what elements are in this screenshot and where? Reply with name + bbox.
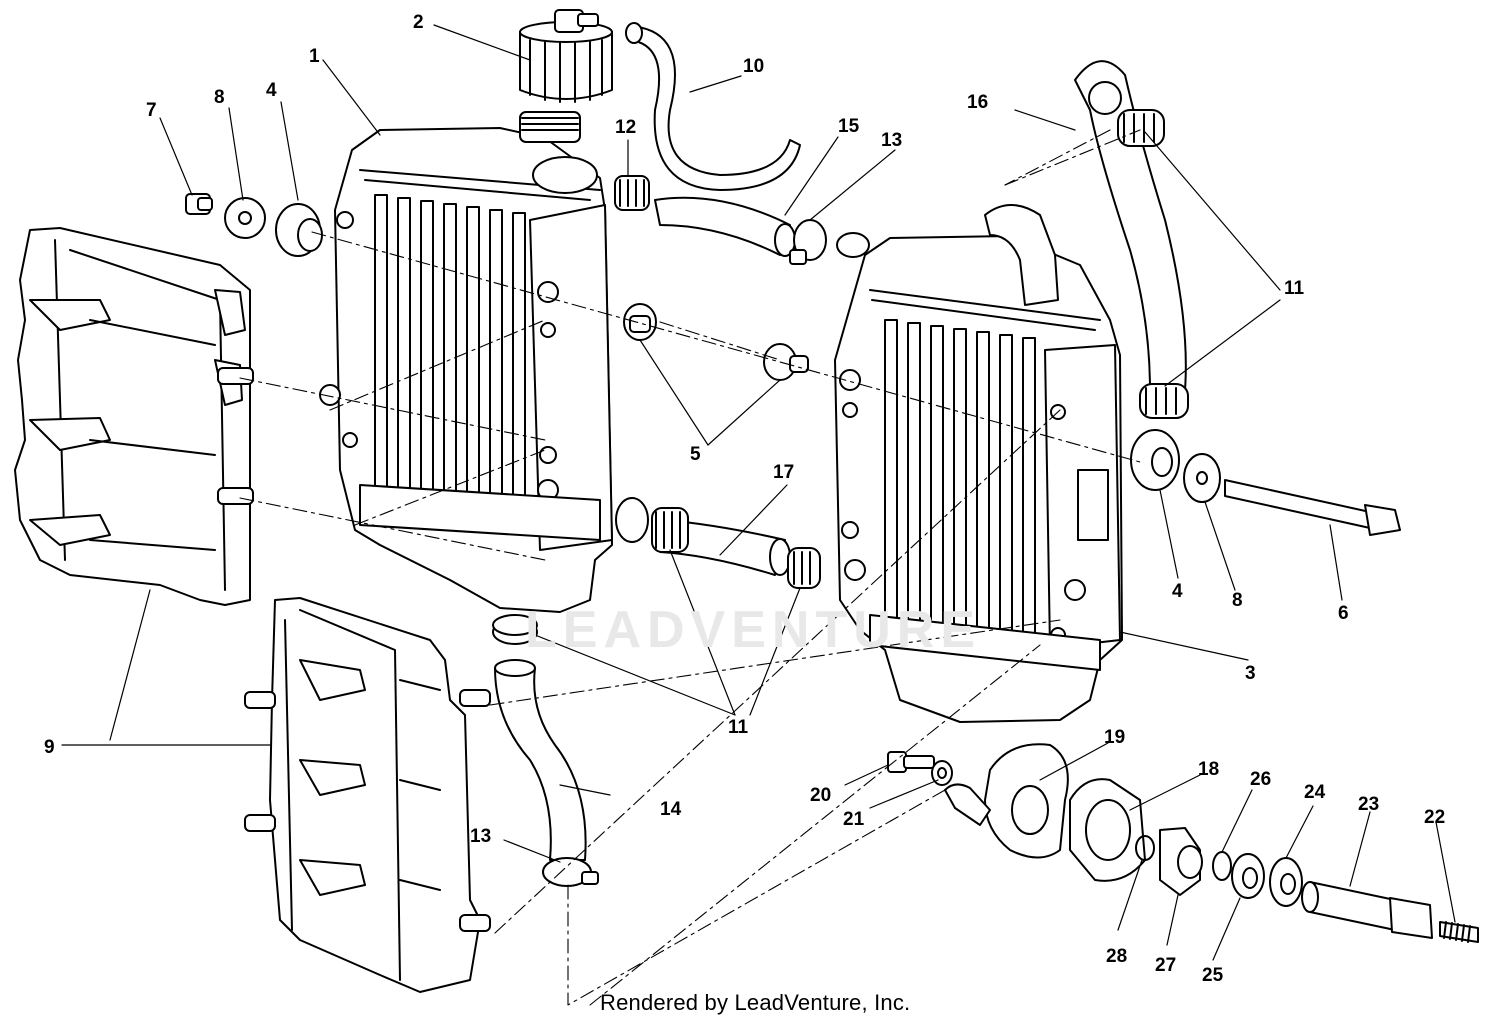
- callout-11-bottom: 11: [728, 717, 749, 738]
- callout-16: 16: [967, 92, 988, 113]
- bearing-24: [1269, 857, 1303, 907]
- pump-shaft-23: [1301, 881, 1433, 939]
- callout-10: 10: [743, 56, 764, 77]
- callout-15: 15: [838, 116, 860, 137]
- callout-17: 17: [773, 462, 794, 483]
- callout-14: 14: [660, 799, 682, 820]
- alignment-lines: [239, 129, 1141, 1006]
- callout-5: 5: [690, 444, 701, 465]
- callout-23: 23: [1358, 794, 1379, 815]
- watermark: LEADVENTURE: [525, 601, 982, 659]
- callout-11-right: 11: [1284, 278, 1305, 299]
- callout-18: 18: [1198, 759, 1219, 780]
- callouts: 1 2 3 4 4 5 6 7 8 8 9 10 11 11 12 13 13 …: [44, 12, 1445, 986]
- seal-26: [1212, 851, 1232, 881]
- callout-13-lower: 13: [470, 826, 491, 847]
- callout-4-right: 4: [1172, 581, 1183, 602]
- left-radiator: [319, 111, 613, 613]
- right-radiator: [834, 204, 1123, 723]
- bearing-25: [1231, 853, 1265, 899]
- hose-16: [1074, 60, 1187, 391]
- bolt-7: [185, 193, 213, 215]
- overflow-hose: [629, 25, 801, 191]
- radiator-cap: [519, 9, 613, 103]
- hose-15: [654, 196, 791, 256]
- bushing-5-a: [623, 303, 657, 341]
- callout-19: 19: [1104, 727, 1125, 748]
- callout-7: 7: [146, 100, 157, 121]
- clamp-11-mid-right: [787, 547, 821, 589]
- callout-13-upper: 13: [881, 130, 902, 151]
- callout-27: 27: [1155, 955, 1176, 976]
- callout-3: 3: [1245, 663, 1256, 684]
- callout-2: 2: [413, 12, 424, 33]
- spring-22: [1439, 921, 1479, 943]
- callout-21: 21: [843, 809, 865, 830]
- clamp-13-upper: [789, 219, 827, 265]
- callout-4-left: 4: [266, 80, 277, 101]
- bolt-20: [887, 751, 935, 773]
- clamp-11-lower: [492, 614, 538, 645]
- washer-8-left: [224, 197, 266, 239]
- callout-6: 6: [1338, 603, 1349, 624]
- pump-cover-19: [944, 743, 1069, 859]
- leader-lines: [61, 24, 1456, 961]
- gasket-18: [1069, 778, 1146, 882]
- callout-26: 26: [1250, 769, 1271, 790]
- callout-25: 25: [1202, 965, 1224, 986]
- right-radiator-fins: [884, 319, 1036, 651]
- washer-8-right: [1183, 453, 1221, 503]
- callout-8-right: 8: [1232, 590, 1243, 611]
- clamp-11-upper: [1117, 109, 1165, 147]
- bolt-6: [1224, 479, 1401, 536]
- clamp-13-lower: [542, 857, 599, 887]
- callout-12: 12: [615, 117, 636, 138]
- clamp-12: [614, 175, 650, 211]
- grommet-4-right: [1130, 429, 1180, 491]
- upper-radiator-louver: [14, 227, 254, 606]
- clamp-11-right: [1139, 383, 1189, 419]
- bushing-5-b: [763, 343, 809, 381]
- impeller-27: [1159, 827, 1203, 896]
- callout-22: 22: [1424, 807, 1445, 828]
- callout-20: 20: [810, 785, 831, 806]
- hose-14: [494, 667, 587, 861]
- callout-24: 24: [1304, 782, 1326, 803]
- washer-21: [931, 760, 953, 786]
- callout-9: 9: [44, 737, 55, 758]
- clamp-11-mid: [651, 507, 689, 553]
- callout-1: 1: [309, 46, 320, 67]
- callout-28: 28: [1106, 946, 1127, 967]
- credit-footer: Rendered by LeadVenture, Inc.: [600, 990, 911, 1015]
- grommet-4-left: [275, 203, 323, 257]
- lower-radiator-louver: [244, 597, 491, 993]
- callout-8-left: 8: [214, 87, 225, 108]
- circlip-28: [1135, 835, 1155, 861]
